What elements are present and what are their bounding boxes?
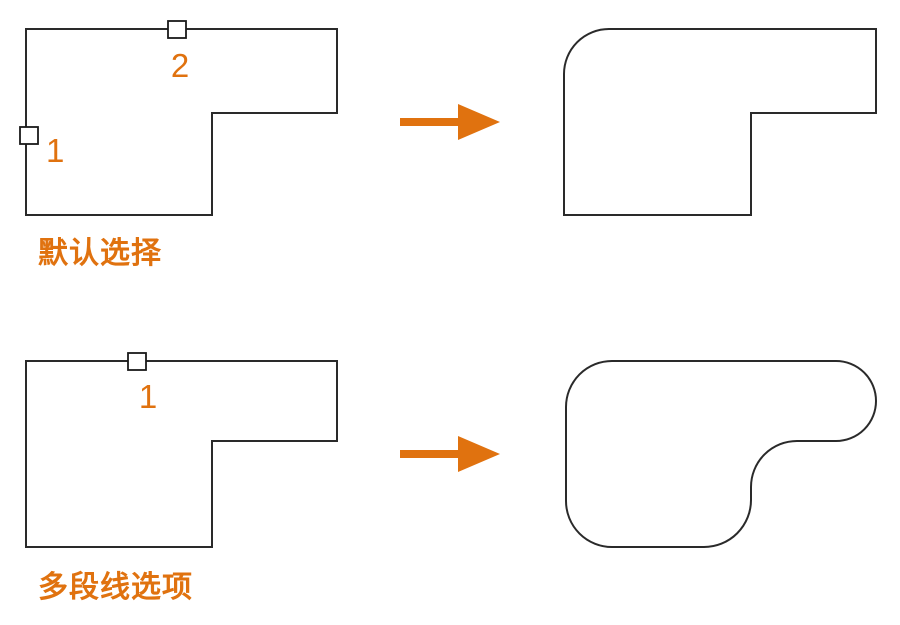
selection-box-icon: [127, 352, 147, 371]
pick-label-1: 1: [46, 132, 64, 169]
arrow-right-icon: [400, 436, 500, 472]
l-shape-after-bottom: [565, 360, 877, 548]
pick-label-1: 1: [139, 378, 157, 415]
l-shape-after-top: [563, 28, 877, 216]
l-shape-before-top: [25, 28, 338, 216]
l-shape-before-bottom: [25, 360, 338, 548]
selection-box-icon: [167, 20, 187, 39]
pick-label-2: 2: [171, 47, 189, 84]
caption-polyline-option: 多段线选项: [38, 570, 193, 605]
caption-default-selection: 默认选择: [38, 236, 162, 271]
arrow-right-icon: [400, 104, 500, 140]
selection-box-icon: [19, 126, 39, 145]
